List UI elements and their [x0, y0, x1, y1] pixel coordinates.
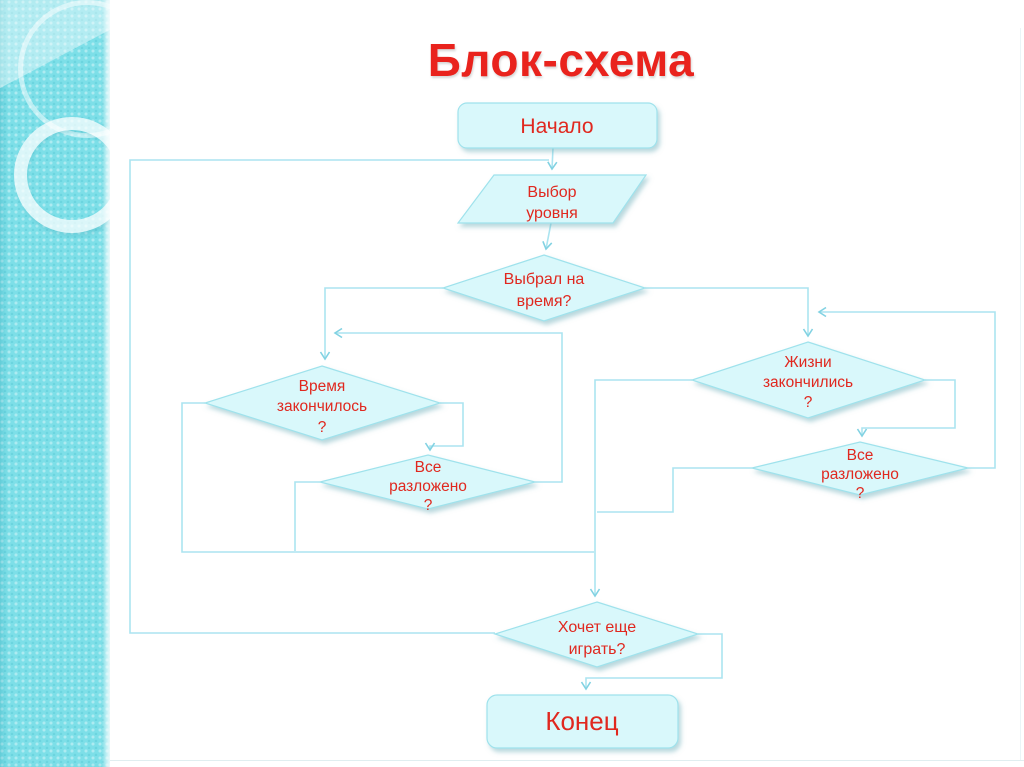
node-end-shape — [486, 694, 679, 749]
node-all-placed-right-label-line1: Все — [847, 447, 874, 464]
connector-play-again-to-end — [580, 633, 723, 691]
node-lives-over-label-line1: Жизни — [784, 354, 831, 371]
connector-all-placed-right-back-to-lives-over — [817, 306, 996, 469]
node-start-label: Начало — [520, 115, 593, 138]
slide-right-border — [1020, 28, 1021, 760]
connector-all-placed-right-to-play-again — [597, 467, 752, 513]
node-timed-mode-label-line2: время? — [517, 293, 572, 310]
node-time-over: Время закончилось ? — [203, 365, 443, 441]
node-lives-over-shape — [690, 341, 927, 419]
node-level-select: Выбор уровня — [456, 174, 648, 224]
node-lives-over-label-line2: закончились — [763, 374, 853, 391]
node-end: Конец — [486, 694, 679, 749]
node-lives-over: Жизни закончились ? — [690, 341, 927, 419]
connector-time-over-to-play-again — [181, 402, 594, 553]
slide-bottom-border — [110, 760, 1024, 761]
node-time-over-label-line3: ? — [318, 419, 327, 436]
node-play-again-shape — [493, 601, 700, 668]
decorative-sidebar — [0, 0, 110, 767]
node-level-select-label-line2: уровня — [526, 205, 578, 222]
node-play-again-label-line2: играть? — [569, 641, 626, 658]
node-all-placed-left: Все разложено ? — [319, 454, 536, 514]
connector-timed-mode-to-lives-over — [645, 287, 814, 338]
connector-play-again-back-to-level-select — [129, 159, 549, 634]
node-timed-mode-label-line1: Выбрал на — [504, 271, 585, 288]
node-level-select-shape — [456, 174, 648, 224]
node-all-placed-right-label-line2: разложено — [821, 466, 899, 483]
node-all-placed-right-label-line3: ? — [856, 485, 865, 502]
node-all-placed-left-label-line2: разложено — [389, 478, 467, 495]
node-time-over-label-line1: Время — [299, 378, 346, 395]
node-play-again: Хочет еще играть? — [493, 601, 700, 668]
node-all-placed-right: Все разложено ? — [751, 441, 969, 502]
connector-lives-over-to-all-placed-right — [856, 379, 956, 438]
connector-lives-over-to-play-again — [589, 379, 692, 598]
node-time-over-label-line2: закончилось — [277, 398, 367, 415]
node-play-again-label-line1: Хочет еще — [558, 619, 636, 636]
node-time-over-shape — [203, 365, 443, 441]
node-start-shape — [457, 102, 658, 149]
connector-level-select-to-timed-mode — [542, 222, 553, 251]
page-title: Блок-схема — [427, 34, 695, 86]
node-lives-over-label-line3: ? — [804, 394, 813, 411]
node-timed-mode-shape — [441, 254, 647, 322]
node-start: Начало — [457, 102, 658, 149]
node-all-placed-left-label-line1: Все — [415, 459, 442, 476]
node-end-label: Конец — [545, 706, 618, 736]
node-level-select-label-line1: Выбор — [527, 184, 576, 201]
connector-start-to-level-select — [547, 147, 558, 171]
node-timed-mode: Выбрал на время? — [441, 254, 647, 322]
node-all-placed-right-shape — [751, 441, 969, 496]
connector-all-placed-left-back-to-time-over — [333, 327, 563, 483]
connector-all-placed-left-to-play-again — [294, 481, 320, 551]
node-all-placed-left-label-line3: ? — [424, 497, 433, 514]
connector-time-over-to-all-placed-left — [424, 402, 464, 452]
node-all-placed-left-shape — [319, 454, 536, 510]
connector-timed-mode-to-time-over — [319, 287, 443, 361]
